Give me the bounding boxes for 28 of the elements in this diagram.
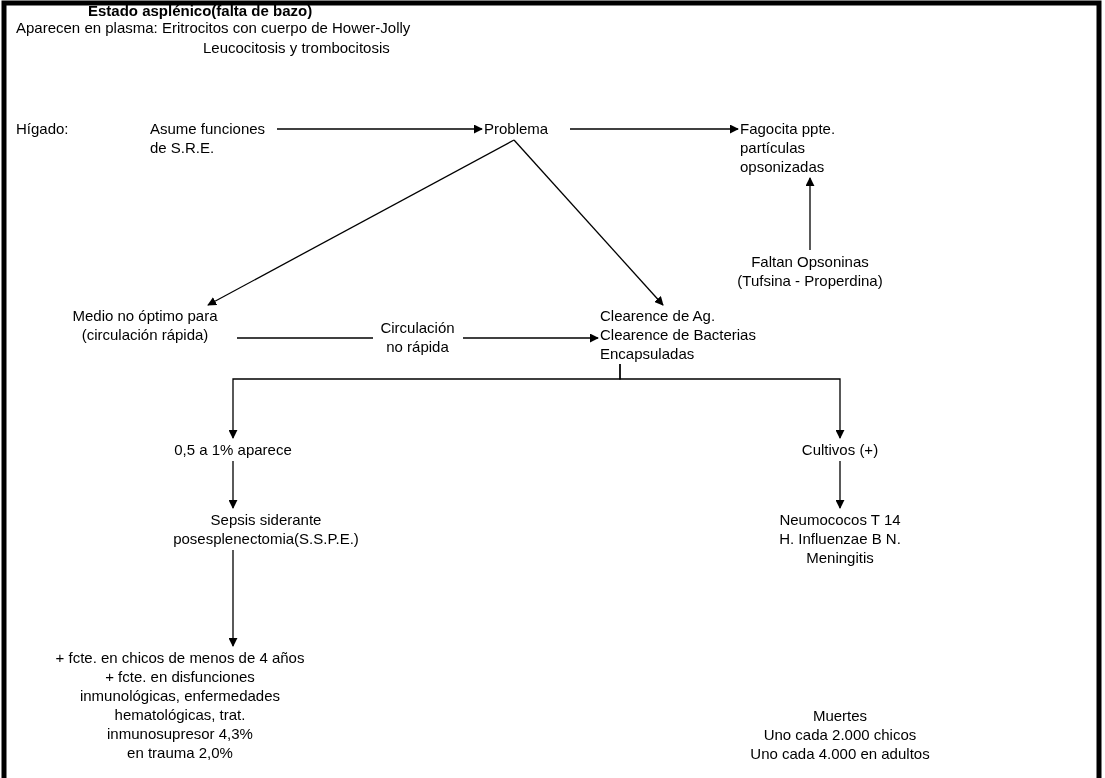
node-text: Faltan Opsoninas (Tufsina - Properdina) [736,252,884,290]
arrow [835,460,845,509]
arrow [569,124,739,134]
note-text: Uno cada 4.000 en adultos [749,744,931,763]
title: Estado asplénico(falta de bazo) [88,1,313,20]
node-text: en trauma 2,0% [126,743,234,762]
note-text: Muertes [811,706,869,725]
arrow [228,549,238,647]
node-text: Sepsis siderante posesplenectomia(S.S.P.E.) [172,510,360,548]
note-text: Aparecen en plasma: Eritrocitos con cuerpo de Hower-Jolly [16,19,411,37]
node-text: Neumococos T 14 H. Influenzae B N. Meningitis [778,510,902,567]
arrow [228,460,238,509]
arrow [805,177,815,251]
node-text: 0,5 a 1% aparece [173,440,293,459]
node-text: Problema [484,119,550,138]
node-text: + fcte. en chicos de menos de 4 años [54,648,306,667]
note-text: Hígado: [16,119,69,138]
node-text: Fagocita ppte. partículas opsonizadas [740,119,837,176]
arrow [276,124,483,134]
node-text: Cultivos (+) [800,440,880,459]
node-text: Medio no óptimo para (circulación rápida) [71,306,219,344]
node-text: Clearence de Ag. Clearence de Bacterias Encapsuladas [600,306,757,363]
note-text: Uno cada 2.000 chicos [762,725,918,744]
node-text: Asume funciones de S.R.E. [150,119,267,157]
arrow [207,139,515,306]
note-text: Leucocitosis y trombocitosis [203,38,390,57]
arrow [513,139,664,306]
arrow [619,363,845,439]
